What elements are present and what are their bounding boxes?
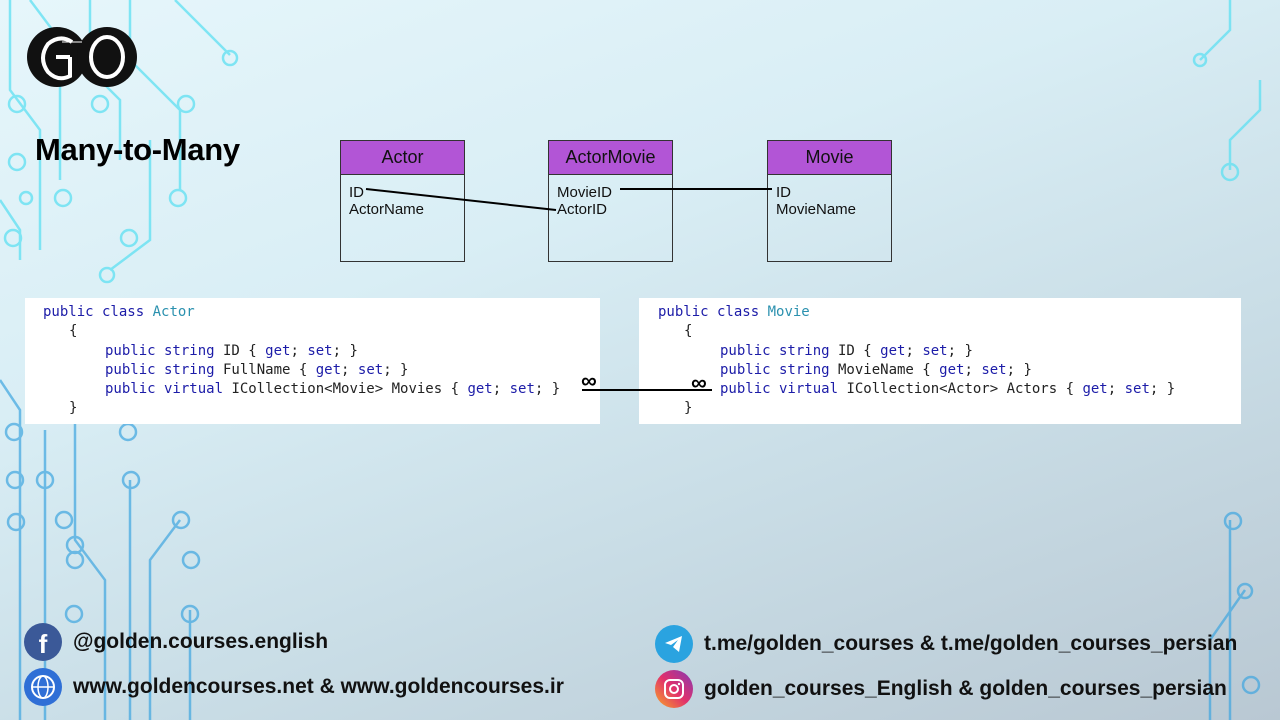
facebook-icon: f	[24, 623, 62, 661]
code-line-close-brace: }	[684, 400, 693, 417]
instagram-handles: golden_courses_English & golden_courses_…	[704, 677, 1227, 700]
entity-actor-name: Actor	[341, 141, 464, 175]
code-line-prop: public string ID { get; set; }	[105, 342, 358, 359]
entity-movie: Movie ID MovieName	[767, 140, 892, 262]
code-block-movie: public class Movie { public string ID { …	[639, 298, 1241, 424]
telegram-links: t.me/golden_courses & t.me/golden_course…	[704, 632, 1238, 655]
code-line-prop: public string MovieName { get; set; }	[720, 361, 1032, 378]
social-facebook[interactable]: f @golden.courses.english	[24, 623, 328, 661]
entity-movie-field-id: ID	[776, 184, 791, 201]
code-class-name: Actor	[152, 304, 195, 320]
telegram-icon	[655, 625, 693, 663]
code-line-class-decl: public class Actor	[43, 304, 195, 320]
social-telegram[interactable]: t.me/golden_courses & t.me/golden_course…	[655, 625, 1237, 663]
social-instagram[interactable]: golden_courses_English & golden_courses_…	[655, 670, 1227, 708]
globe-icon	[24, 668, 62, 706]
page-title: Many-to-Many	[35, 132, 240, 167]
instagram-icon	[655, 670, 693, 708]
infinity-symbol-left: ∞	[581, 368, 597, 393]
code-line-class-decl: public class Movie	[658, 304, 810, 320]
entity-actor-field-actorname: ActorName	[349, 201, 425, 218]
code-line-open-brace: {	[69, 323, 78, 340]
entity-movie-name: Movie	[768, 141, 891, 175]
entity-movie-field-moviename: MovieName	[776, 201, 857, 218]
entity-actor: Actor ID ActorName	[340, 140, 465, 262]
infinity-symbol-right: ∞	[691, 370, 707, 395]
code-line-prop: public virtual ICollection<Movie> Movies…	[105, 381, 561, 398]
entity-actormovie-field-movieid: MovieID	[557, 184, 613, 201]
social-website[interactable]: www.goldencourses.net & www.goldencourse…	[24, 668, 564, 706]
code-line-prop: public virtual ICollection<Actor> Actors…	[720, 381, 1176, 398]
code-line-close-brace: }	[69, 400, 78, 417]
golden-courses-logo	[27, 27, 137, 87]
entity-actormovie: ActorMovie MovieID ActorID	[548, 140, 673, 262]
facebook-handle: @golden.courses.english	[73, 630, 329, 653]
code-line-prop: public string FullName { get; set; }	[105, 361, 409, 378]
website-links: www.goldencourses.net & www.goldencourse…	[73, 675, 564, 698]
code-block-actor: public class Actor { public string ID { …	[25, 298, 600, 424]
entity-actormovie-name: ActorMovie	[549, 141, 672, 175]
code-class-name: Movie	[767, 304, 810, 320]
code-line-open-brace: {	[684, 323, 693, 340]
entity-actor-field-id: ID	[349, 184, 364, 201]
entity-actormovie-field-actorid: ActorID	[557, 201, 608, 218]
code-line-prop: public string ID { get; set; }	[720, 342, 973, 359]
